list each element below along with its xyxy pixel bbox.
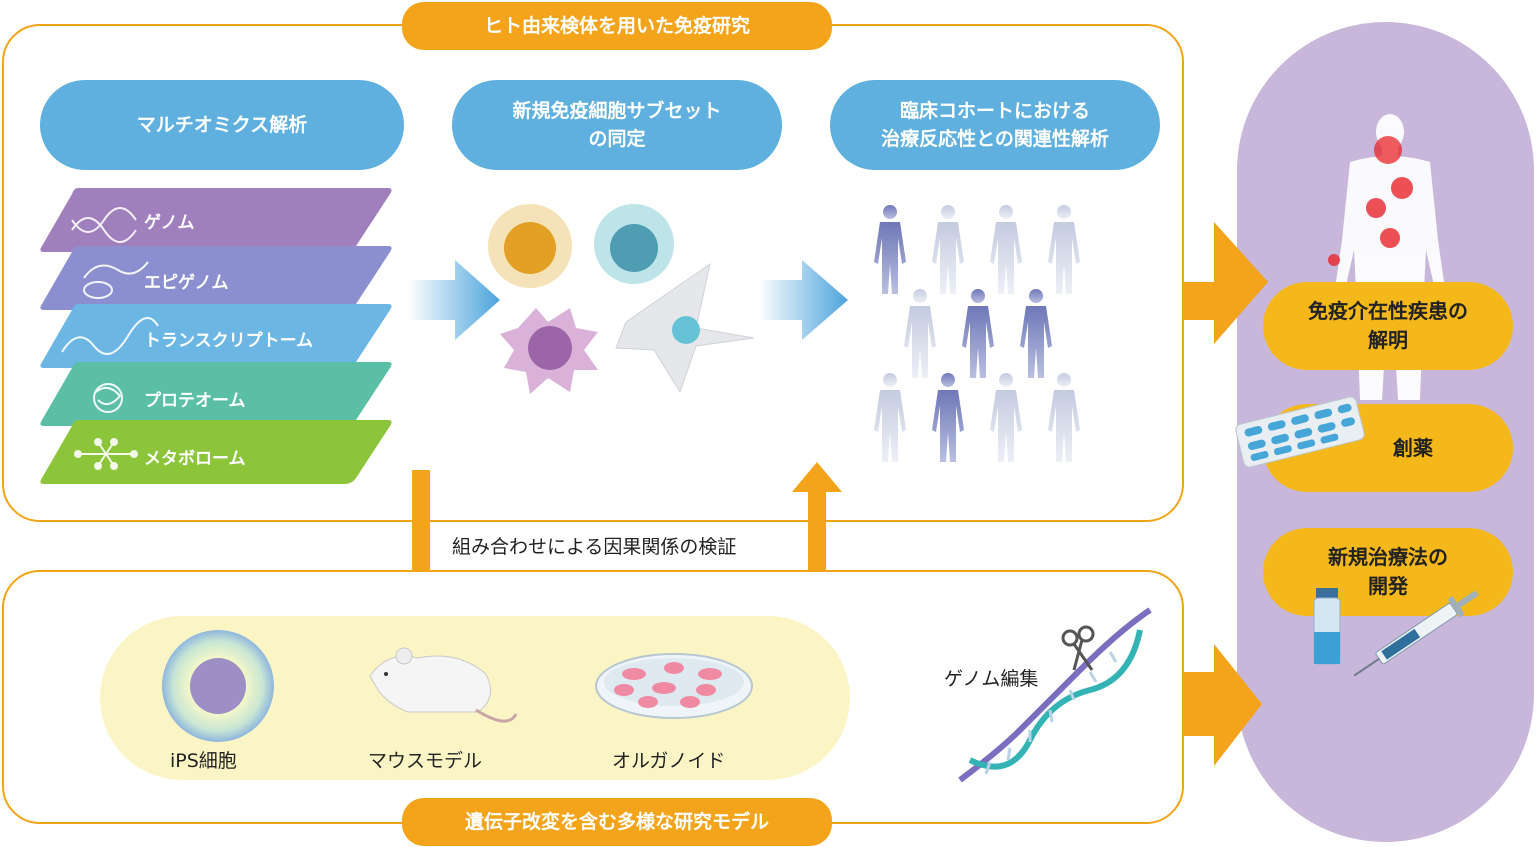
arrow-down-to-models bbox=[396, 470, 446, 604]
validation-label: 組み合わせによる因果関係の検証 bbox=[452, 536, 737, 558]
omics-metabolome-label: メタボローム bbox=[144, 449, 246, 469]
immune-cells-illustration bbox=[488, 204, 755, 394]
protein-icon bbox=[93, 383, 123, 413]
omics-epigenome-label: エピゲノム bbox=[144, 273, 229, 293]
arrow-up-to-cohort bbox=[792, 462, 842, 604]
genome-editing-label: ゲノム編集 bbox=[944, 668, 1039, 690]
omics-proteome-label: プロテオーム bbox=[144, 391, 246, 411]
rna-icon bbox=[61, 317, 159, 355]
model-ips-label: iPS細胞 bbox=[170, 750, 237, 772]
omics-layers bbox=[40, 188, 392, 484]
omics-transcriptome-label: トランスクリプトーム bbox=[144, 331, 314, 351]
mouse-icon bbox=[369, 647, 518, 723]
organoid-dish-icon bbox=[595, 653, 753, 719]
model-organoid-label: オルガノイド bbox=[612, 750, 726, 772]
pill-pack-icon bbox=[1235, 396, 1365, 468]
omics-genome-label: ゲノム bbox=[144, 213, 195, 233]
inflammation-spots bbox=[1328, 136, 1413, 266]
model-mouse-label: マウスモデル bbox=[368, 750, 483, 772]
top-panel-title: ヒト由来検体を用いた免疫研究 bbox=[402, 2, 832, 50]
molecule-icon bbox=[74, 438, 138, 470]
arrow-top-to-outcomes bbox=[1182, 222, 1268, 344]
stage-multiomics: マルチオミクス解析 bbox=[40, 80, 404, 170]
cohort-people-illustration bbox=[874, 205, 1080, 462]
arrow-bottom-to-outcomes bbox=[1168, 644, 1262, 766]
ips-cell-icon bbox=[162, 630, 274, 742]
stage-cohort-analysis: 臨床コホートにおける 治療反応性との関連性解析 bbox=[830, 80, 1160, 170]
chromatin-icon bbox=[83, 261, 149, 299]
outcome-disease-elucidation: 免疫介在性疾患の 解明 bbox=[1263, 282, 1513, 370]
arrow-to-cohort bbox=[758, 260, 848, 340]
scissors-icon bbox=[1061, 625, 1095, 671]
stage-new-subset: 新規免疫細胞サブセット の同定 bbox=[452, 80, 782, 170]
outcome-new-therapy: 新規治療法の 開発 bbox=[1263, 528, 1513, 616]
vial-syringe-icon bbox=[1313, 588, 1479, 677]
bottom-panel-title: 遺伝子改変を含む多様な研究モデル bbox=[402, 798, 832, 846]
arrow-to-cells bbox=[408, 260, 500, 340]
dna-icon bbox=[71, 207, 137, 243]
dna-helix-scissors-icon bbox=[958, 607, 1152, 783]
